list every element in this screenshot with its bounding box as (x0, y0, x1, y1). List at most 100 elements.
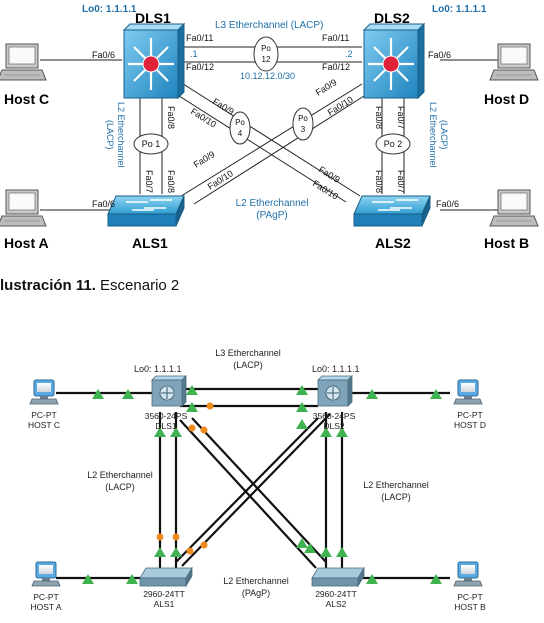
host-a-label: Host A (4, 235, 49, 251)
dls2-fa09-label: Fa0/9 (314, 77, 339, 98)
bottom-host-b-pc-icon (453, 561, 483, 587)
dls1-switch-icon (122, 22, 186, 100)
caption-number: lustración 11. (0, 277, 96, 294)
po12-label-line1: Po (261, 44, 271, 53)
bottom-dls2-name: DLS2 (323, 421, 345, 431)
bottom-dls1-name: DLS1 (155, 421, 177, 431)
po3-ellipse (292, 107, 314, 141)
bottom-dls2-model: 3560-24PS (313, 411, 356, 421)
dls2-ip-suffix: .2 (345, 49, 353, 59)
pagp-etherchannel-label: L2 Etherchannel (236, 198, 309, 209)
bottom-pagp-protocol: (PAgP) (242, 588, 270, 598)
dls1-ip-suffix: .1 (190, 49, 198, 59)
als2-fa08-label: Fa0/8 (374, 170, 384, 193)
figure-caption: lustración 11. Escenario 2 (0, 277, 179, 294)
caption-text: Escenario 2 (95, 277, 180, 294)
link-up-markers (82, 385, 442, 584)
bottom-als2-name: ALS2 (326, 599, 347, 609)
l3-network-label: 10.12.12.0/30 (240, 71, 295, 81)
dls1-label: DLS1 (135, 10, 171, 26)
bottom-left-l2-protocol: (LACP) (105, 482, 135, 492)
po1-ellipse (133, 133, 169, 155)
host-d-pc-icon (489, 43, 539, 81)
bottom-host-c-type: PC-PT (31, 410, 57, 420)
bottom-host-c-name: HOST C (28, 420, 60, 430)
als1-fa07-label: Fa0/7 (144, 170, 154, 193)
dls2-fa012-label: Fa0/12 (322, 62, 350, 72)
bottom-als2-model: 2960-24TT (315, 589, 357, 599)
bottom-host-a-pc-icon (31, 561, 61, 587)
host-c-pc-icon (0, 43, 47, 81)
bottom-als1-model: 2960-24TT (143, 589, 185, 599)
bottom-diagram: L3 Etherchannel (LACP) Lo0: 1.1.1.1 Lo0:… (28, 348, 486, 612)
bottom-host-d-pc-icon (453, 379, 483, 405)
host-c-label: Host C (4, 91, 49, 107)
bottom-host-a-name: HOST A (30, 602, 61, 612)
po2-label: Po 2 (384, 139, 403, 149)
po3-label-line2: 3 (301, 125, 306, 134)
bottom-host-d-type: PC-PT (457, 410, 483, 420)
pagp-protocol-label: (PAgP) (256, 210, 288, 221)
host-c-port-label: Fa0/6 (92, 50, 115, 60)
left-l2-protocol-label: (LACP) (105, 120, 115, 150)
bottom-dls1-model: 3560-24PS (145, 411, 188, 421)
po4-label-line2: 4 (238, 129, 243, 138)
bottom-dls1-switch-icon (151, 375, 187, 407)
dls2-switch-icon (362, 22, 426, 100)
dls1-fa08-label: Fa0/8 (166, 106, 176, 129)
host-a-pc-icon (0, 189, 47, 227)
dls2-loopback: Lo0: 1.1.1.1 (432, 4, 487, 15)
l3-etherchannel-label: L3 Etherchannel (LACP) (215, 20, 323, 31)
bottom-host-d-name: HOST D (454, 420, 486, 430)
left-l2-etherchannel-label: L2 Etherchannel (116, 102, 126, 168)
bottom-als2-switch-icon (311, 566, 365, 588)
dls1-fa09-label: Fa0/9 (211, 96, 236, 117)
dls2-fa07-label: Fa0/7 (396, 106, 406, 129)
bottom-right-l2-protocol: (LACP) (381, 492, 411, 502)
host-d-port-label: Fa0/6 (428, 50, 451, 60)
link-blocked-markers (156, 402, 214, 555)
host-b-port-label: Fa0/6 (436, 199, 459, 209)
dls2-fa08-label: Fa0/8 (374, 106, 384, 129)
als2-label: ALS2 (375, 235, 411, 251)
bottom-host-a-type: PC-PT (33, 592, 59, 602)
bottom-als1-name: ALS1 (154, 599, 175, 609)
als1-fa09-label: Fa0/9 (192, 149, 217, 170)
bottom-host-c-pc-icon (29, 379, 59, 405)
host-b-label: Host B (484, 235, 529, 251)
right-l2-etherchannel-label: L2 Etherchannel (428, 102, 438, 168)
bottom-pagp-label: L2 Etherchannel (223, 576, 289, 586)
dls1-fa012-label: Fa0/12 (186, 62, 214, 72)
bottom-l3-etherchannel-label: L3 Etherchannel (215, 348, 281, 358)
po4-label-line1: Po (235, 118, 245, 127)
als2-switch-icon (353, 195, 431, 227)
dls1-loopback: Lo0: 1.1.1.1 (82, 4, 137, 15)
host-d-label: Host D (484, 91, 529, 107)
bottom-dls1-loopback: Lo0: 1.1.1.1 (134, 364, 182, 374)
dls1-fa010-label: Fa0/10 (189, 106, 218, 129)
host-b-pc-icon (489, 189, 539, 227)
als2-fa07-label: Fa0/7 (396, 170, 406, 193)
po4-ellipse (229, 111, 251, 145)
bottom-dls2-switch-icon (317, 375, 353, 407)
po12-ellipse (253, 36, 279, 72)
dls1-fa011-label: Fa0/11 (186, 33, 213, 43)
top-diagram: Lo0: 1.1.1.1 Lo0: 1.1.1.1 DLS1 DLS2 L3 E… (0, 4, 539, 251)
dls2-label: DLS2 (374, 10, 410, 26)
bottom-l3-protocol-label: (LACP) (233, 360, 263, 370)
als1-fa08-label: Fa0/8 (166, 170, 176, 193)
bottom-als1-switch-icon (139, 566, 193, 588)
bottom-left-l2-label: L2 Etherchannel (87, 470, 153, 480)
right-l2-protocol-label: (LACP) (439, 120, 449, 150)
bottom-right-l2-label: L2 Etherchannel (363, 480, 429, 490)
als1-switch-icon (107, 195, 185, 227)
als1-label: ALS1 (132, 235, 168, 251)
po2-ellipse (375, 133, 411, 155)
host-a-port-label: Fa0/6 (92, 199, 115, 209)
po12-label-line2: 12 (262, 55, 271, 64)
dls2-fa011-label: Fa0/11 (322, 33, 349, 43)
bottom-host-b-type: PC-PT (457, 592, 483, 602)
po1-label: Po 1 (142, 139, 161, 149)
bottom-links (56, 387, 450, 580)
